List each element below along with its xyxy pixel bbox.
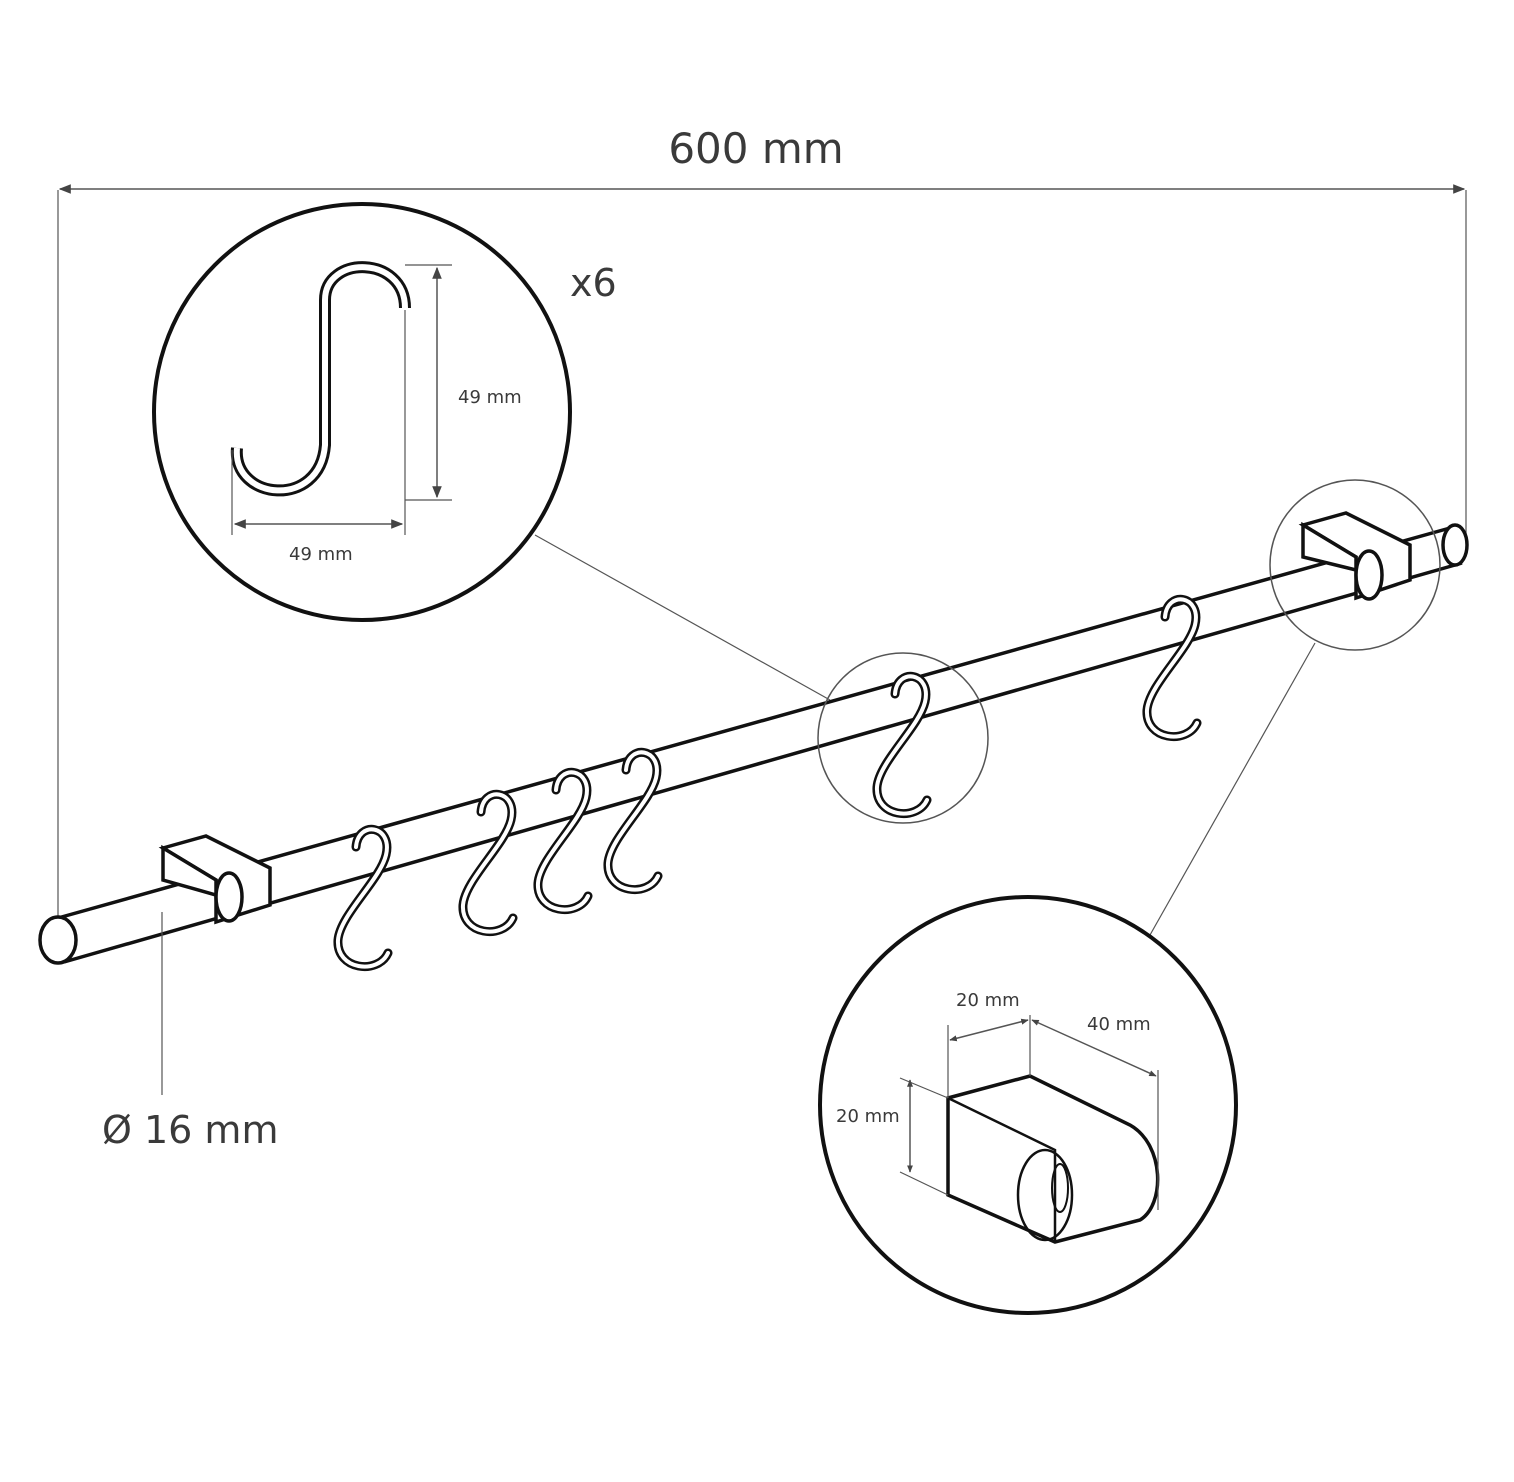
bracket-width-label: 20 mm bbox=[956, 990, 1020, 1011]
length-dimension: 600 mm bbox=[57, 124, 1467, 920]
hook-detail-marker bbox=[817, 652, 989, 824]
left-bracket bbox=[158, 834, 272, 925]
hook-leader-line bbox=[534, 534, 831, 701]
hook-height-label: 49 mm bbox=[458, 387, 522, 408]
hook-detail: 49 mm 49 mm bbox=[152, 202, 572, 622]
length-label: 600 mm bbox=[668, 124, 843, 173]
hook-quantity-label: x6 bbox=[570, 261, 617, 305]
bracket-detail: 20 mm 40 mm 20 mm bbox=[818, 895, 1238, 1315]
diameter-label: Ø 16 mm bbox=[102, 1108, 278, 1152]
rod-end-cap bbox=[38, 915, 78, 965]
bracket-height-label: 20 mm bbox=[836, 1106, 900, 1127]
right-bracket bbox=[1298, 511, 1412, 601]
bracket-leader-line bbox=[1149, 642, 1316, 936]
rail-rod bbox=[38, 523, 1469, 965]
bracket-depth-label: 40 mm bbox=[1087, 1014, 1151, 1035]
bracket-detail-marker bbox=[1269, 479, 1441, 651]
hook-width-label: 49 mm bbox=[289, 544, 353, 565]
